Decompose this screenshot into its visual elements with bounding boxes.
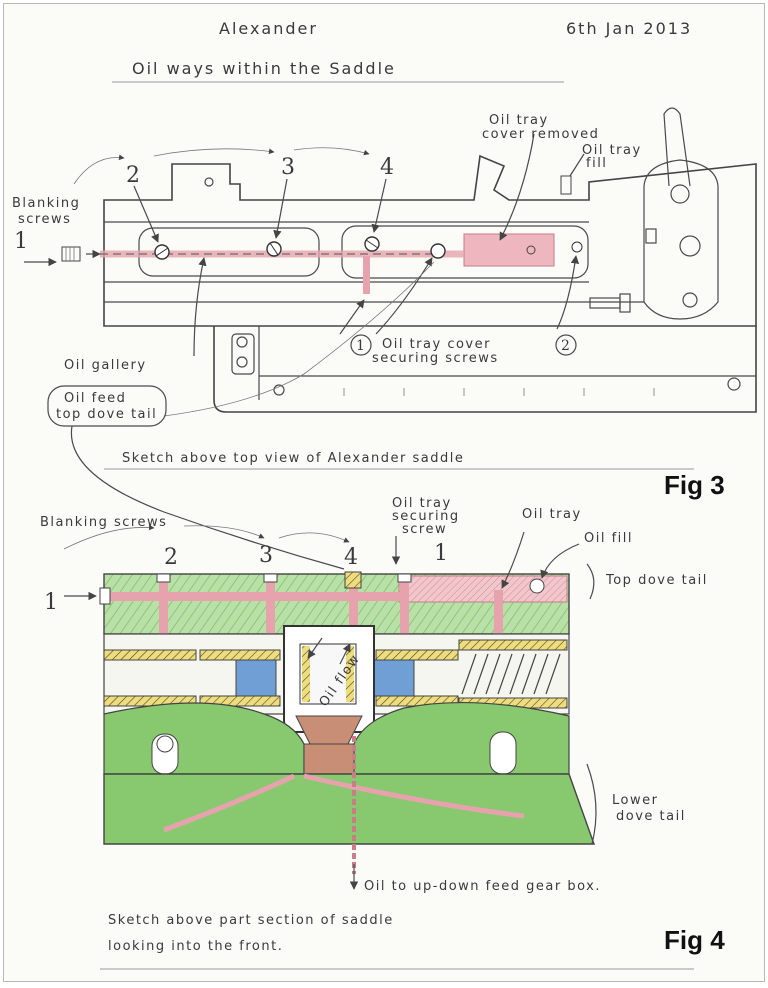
fig4-number-2: 2	[164, 545, 178, 570]
label-oil-tray-cover: Oil tray cover	[382, 337, 491, 352]
label-oil-fill: Oil fill	[584, 531, 633, 546]
label-oil-to-gearbox: Oil to up-down feed gear box.	[364, 879, 601, 894]
header-date: 6th Jan 2013	[566, 19, 692, 38]
label-oil-tray-fig4: Oil tray	[522, 507, 582, 522]
fig3-caption: Sketch above top view of Alexander saddl…	[122, 451, 464, 466]
fig4-caption-line1: Sketch above part section of saddle	[108, 913, 394, 928]
header-name: Alexander	[219, 19, 318, 38]
label-screws: screws	[18, 212, 71, 227]
label-oil-tray-securing-1: Oil tray	[392, 496, 452, 511]
oil-feed-bubble	[47, 385, 167, 427]
fig3-circled-2: 2	[561, 338, 570, 354]
fig3-number-4: 4	[380, 155, 394, 180]
drawing-sheet: Alexander 6th Jan 2013 Oil ways within t…	[3, 3, 765, 982]
label-top-dove-tail-fig4: Top dove tail	[605, 573, 708, 588]
label-lower: Lower	[612, 793, 658, 808]
label-securing-screws: securing screws	[372, 351, 499, 366]
fig3-number-2: 2	[126, 163, 140, 188]
fig4-label: Fig 4	[664, 925, 725, 955]
label-oil-gallery: Oil gallery	[64, 358, 147, 373]
fig3-top-view	[24, 107, 757, 417]
oil-feed-connector	[70, 425, 345, 570]
fig4-number-4: 4	[344, 545, 358, 570]
label-cover-removed: cover removed	[482, 127, 599, 142]
label-oil-tray-securing-2: securing	[392, 509, 460, 524]
page-title: Oil ways within the Saddle	[132, 59, 396, 78]
label-blanking: Blanking	[12, 196, 80, 211]
fig3-number-1: 1	[14, 229, 28, 254]
label-oil-tray-fill-2: fill	[586, 156, 607, 171]
label-blanking-screws: Blanking screws	[40, 515, 167, 530]
label-oil-tray-fill-1: Oil tray	[582, 143, 642, 158]
fig3-number-3: 3	[281, 155, 295, 180]
label-oil-tray-securing-3: screw	[402, 522, 447, 537]
fig4-caption-line2: looking into the front.	[108, 939, 283, 954]
fig3-circle-2	[555, 334, 577, 356]
fig4-number-1-left: 1	[44, 590, 58, 615]
diagram-canvas: Alexander 6th Jan 2013 Oil ways within t…	[12, 19, 757, 970]
label-oil-tray: Oil tray	[489, 113, 549, 128]
fig4-section	[63, 524, 597, 890]
fig3-circle-1	[350, 334, 372, 356]
label-dove-tail: dove tail	[616, 809, 686, 824]
fig4-number-1-right: 1	[434, 541, 448, 566]
fig4-number-3: 3	[259, 543, 273, 568]
label-oil-feed: Oil feed	[64, 391, 126, 406]
fig3-label: Fig 3	[664, 470, 725, 500]
fig3-circled-1: 1	[356, 338, 365, 354]
label-top-dove-tail: top dove tail	[56, 407, 157, 422]
